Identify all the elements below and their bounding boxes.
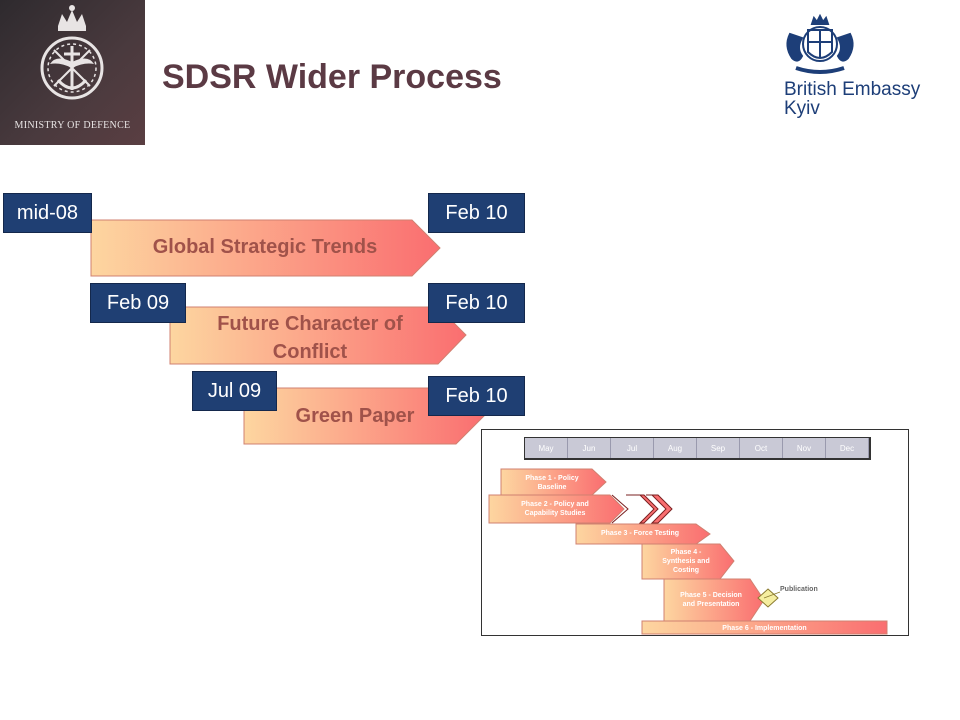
phase-label-line: Synthesis and	[662, 558, 710, 565]
date-start-global-strategic-trends: mid-08	[3, 193, 92, 233]
page-title: SDSR Wider Process	[162, 58, 502, 96]
workstream-label-future-character: Future Character of Conflict	[180, 310, 440, 366]
arrow-green-paper	[243, 387, 485, 445]
phase-2-bar	[488, 494, 625, 524]
month-cell: Dec	[826, 438, 869, 458]
date-start-future-character: Feb 09	[90, 283, 186, 323]
phase-label-line: Phase 5 - Decision	[680, 592, 742, 599]
embassy-line2: Kyiv	[784, 98, 820, 119]
embassy-name: British Embassy Kyiv	[784, 80, 920, 118]
phase-2-label: Phase 2 - Policy and Capability Studies	[492, 500, 618, 518]
workstream-label-line1: Future Character of	[217, 313, 403, 335]
month-cell: Aug	[654, 438, 697, 458]
gantt-phase-bars	[488, 468, 888, 635]
phase-label-line: Phase 4 -	[670, 549, 702, 556]
arrow-future-character-of-conflict	[169, 306, 467, 365]
mod-logo: MINISTRY OF DEFENCE	[0, 0, 145, 145]
date-end-global-strategic-trends: Feb 10	[428, 193, 525, 233]
phase-label-line: Phase 1 - Policy	[525, 475, 579, 482]
month-cell: May	[525, 438, 568, 458]
phase-6-label: Phase 6 - Implementation	[722, 625, 807, 632]
mod-label: MINISTRY OF DEFENCE	[14, 120, 131, 131]
phase-5-bar	[663, 578, 765, 622]
phase-1-label: Phase 1 - Policy Baseline	[502, 474, 602, 492]
phase-4-bar	[641, 543, 735, 580]
month-header: May Jun Jul Aug Sep Oct Nov Dec	[524, 437, 871, 460]
phase-3-bar	[575, 523, 711, 545]
workstream-label-green-paper: Green Paper	[295, 405, 415, 427]
sdsr-gantt-chart: May Jun Jul Aug Sep Oct Nov Dec	[481, 429, 909, 636]
month-cell: Jul	[611, 438, 654, 458]
embassy-line1: British Embassy	[784, 79, 921, 100]
phase-label-line: Phase 2 - Policy and	[521, 501, 589, 508]
phase-label-line: Costing	[672, 567, 700, 574]
month-cell: Oct	[740, 438, 783, 458]
date-start-green-paper: Jul 09	[192, 371, 277, 411]
embassy-logo	[780, 13, 930, 124]
phase-4-label: Phase 4 - Synthesis and Costing	[646, 548, 726, 575]
workstream-label-line2: Conflict	[272, 341, 348, 363]
date-end-green-paper: Feb 10	[428, 376, 525, 416]
arrow-global-strategic-trends	[90, 219, 441, 277]
mod-crest-icon	[40, 5, 104, 100]
phase-3-label: Phase 3 - Force Testing	[600, 530, 680, 537]
publication-label: Publication	[780, 586, 818, 593]
phase-5-label: Phase 5 - Decision and Presentation	[666, 591, 756, 609]
phase-label-line: Capability Studies	[524, 510, 586, 517]
workstream-label-global-strategic-trends: Global Strategic Trends	[152, 236, 378, 258]
month-cell: Jun	[568, 438, 611, 458]
royal-coat-of-arms-icon	[786, 13, 854, 74]
phase-label-line: and Presentation	[682, 601, 740, 608]
phase-label-line: Baseline	[537, 484, 567, 491]
phase-6-bar	[641, 620, 888, 635]
month-cell: Nov	[783, 438, 826, 458]
publication-milestone	[757, 588, 779, 608]
phase-1-bar	[500, 468, 607, 496]
month-cell: Sep	[697, 438, 740, 458]
date-end-future-character: Feb 10	[428, 283, 525, 323]
